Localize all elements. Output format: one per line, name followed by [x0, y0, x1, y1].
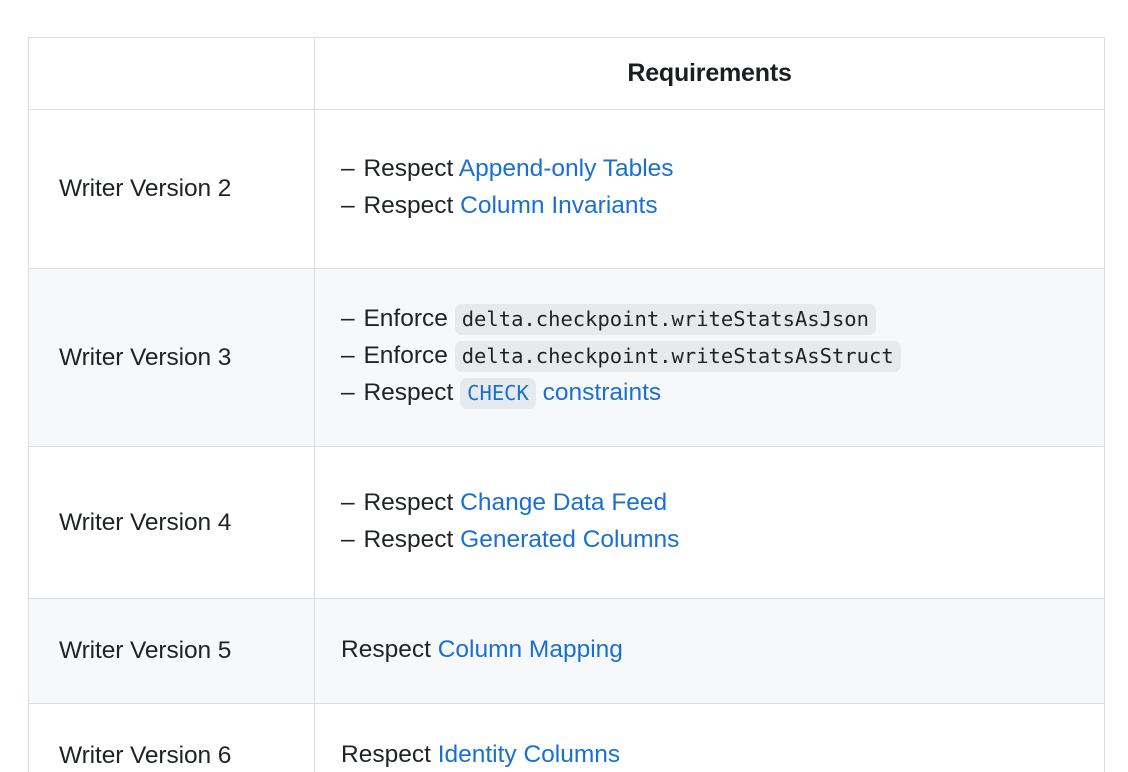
requirements-table-wrapper: Requirements Writer Version 2– Respect A…	[28, 37, 1105, 772]
requirement-link[interactable]: Change Data Feed	[460, 488, 668, 516]
requirement-line: – Respect Append-only Tables	[341, 151, 1094, 188]
requirement-prefix-text: Respect	[363, 525, 461, 553]
table-head: Requirements	[28, 37, 1105, 110]
bullet-dash-icon: –	[341, 155, 355, 183]
requirement-prefix-text: Respect	[363, 155, 459, 183]
version-cell: Writer Version 5	[28, 598, 315, 704]
requirements-cell: Respect Column Mapping	[314, 598, 1105, 704]
version-cell: Writer Version 6	[28, 703, 315, 772]
requirement-line: – Enforce delta.checkpoint.writeStatsAsJ…	[341, 301, 1094, 338]
requirement-link[interactable]: Generated Columns	[460, 525, 680, 553]
requirements-cell: – Enforce delta.checkpoint.writeStatsAsJ…	[314, 268, 1105, 447]
header-cell-requirements: Requirements	[314, 37, 1105, 110]
bullet-dash-icon: –	[341, 192, 355, 219]
requirement-link-label[interactable]: constraints	[535, 378, 662, 406]
requirement-line: – Respect Generated Columns	[341, 522, 1094, 559]
requirement-prefix-text: Enforce	[363, 305, 455, 333]
requirement-line: – Enforce delta.checkpoint.writeStatsAsS…	[341, 338, 1094, 375]
requirement-link[interactable]: Column Invariants	[460, 192, 658, 219]
requirement-line: – Respect Change Data Feed	[341, 485, 1094, 522]
config-property-code: delta.checkpoint.writeStatsAsJson	[454, 304, 876, 336]
requirement-line: Respect Column Mapping	[341, 632, 1094, 669]
requirement-prefix-text: Respect	[363, 192, 461, 219]
table-row: Writer Version 5 Respect Column Mapping	[28, 598, 1105, 704]
table-row: Writer Version 4– Respect Change Data Fe…	[28, 446, 1105, 599]
requirement-line: – Respect Column Invariants	[341, 188, 1094, 225]
requirement-prefix-text: Respect	[341, 740, 438, 768]
requirement-link[interactable]: Append-only Tables	[458, 155, 674, 183]
requirement-link[interactable]: Column Mapping	[437, 635, 623, 663]
keyword-code[interactable]: CHECK	[460, 377, 536, 409]
requirement-prefix-text: Enforce	[363, 342, 455, 370]
requirement-prefix-text: Respect	[363, 488, 461, 516]
table-row: Writer Version 6 Respect Identity Columns	[28, 703, 1105, 772]
bullet-dash-icon: –	[341, 305, 355, 333]
version-cell: Writer Version 3	[28, 268, 315, 447]
table-body: Writer Version 2– Respect Append-only Ta…	[28, 109, 1105, 772]
writer-version-requirements-table: Requirements Writer Version 2– Respect A…	[28, 37, 1105, 772]
requirements-cell: – Respect Change Data Feed– Respect Gene…	[314, 446, 1105, 599]
table-row: Writer Version 2– Respect Append-only Ta…	[28, 109, 1105, 269]
version-cell: Writer Version 4	[28, 446, 315, 599]
header-cell-version	[28, 37, 315, 110]
bullet-dash-icon: –	[341, 525, 355, 553]
requirement-prefix-text: Respect	[363, 378, 461, 406]
requirements-cell: – Respect Append-only Tables– Respect Co…	[314, 109, 1105, 269]
config-property-code: delta.checkpoint.writeStatsAsStruct	[454, 341, 901, 373]
bullet-dash-icon: –	[341, 488, 355, 516]
bullet-dash-icon: –	[341, 378, 355, 406]
requirement-link[interactable]: Identity Columns	[437, 740, 621, 768]
requirements-cell: Respect Identity Columns	[314, 703, 1105, 772]
bullet-dash-icon: –	[341, 342, 355, 370]
table-row: Writer Version 3– Enforce delta.checkpoi…	[28, 268, 1105, 447]
requirement-line: – Respect CHECK constraints	[341, 375, 1094, 412]
requirement-line: Respect Identity Columns	[341, 737, 1094, 772]
requirement-link[interactable]: CHECK constraints	[460, 377, 662, 409]
table-header-row: Requirements	[28, 37, 1105, 110]
requirement-prefix-text: Respect	[341, 635, 438, 663]
version-cell: Writer Version 2	[28, 109, 315, 269]
